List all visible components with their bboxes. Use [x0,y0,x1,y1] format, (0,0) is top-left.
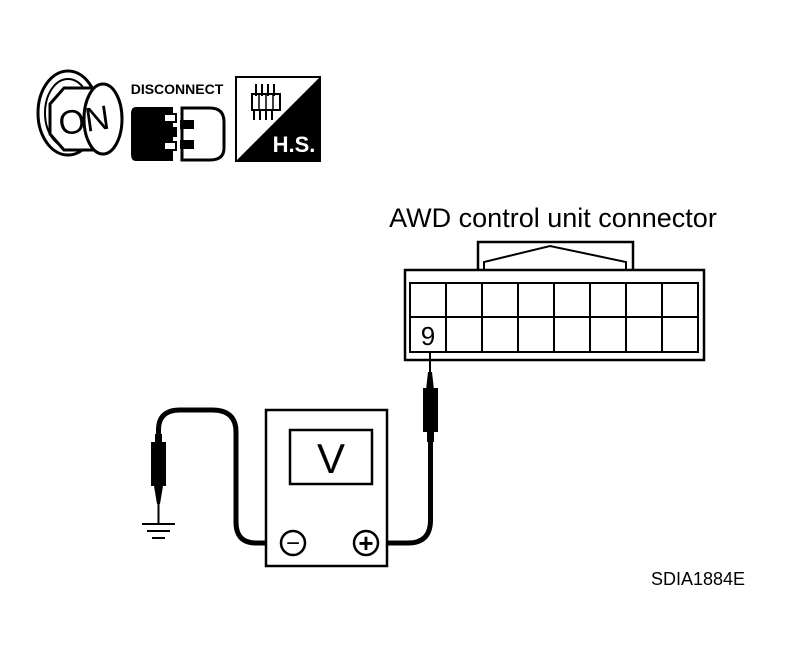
disconnect-label: DISCONNECT [131,81,224,97]
negative-terminal-icon [279,529,307,557]
terminal-9-label: 9 [421,321,435,351]
negative-probe [151,434,166,524]
disconnect-icon: DISCONNECT [131,81,226,162]
positive-terminal-icon [352,529,380,557]
figure-code: SDIA1884E [651,569,745,589]
voltmeter-display-label: V [317,435,345,482]
voltmeter: V − + [264,408,389,568]
positive-terminal-symbol: + [358,528,373,558]
connector-terminal-grid [409,282,699,353]
positive-probe [423,352,438,442]
ignition-on-label: ON [56,99,112,144]
ground-symbol-icon [142,523,175,539]
ignition-on-icon: ON [36,69,124,157]
awd-control-unit-connector: 9 [403,240,706,362]
negative-lead-wire [156,407,280,546]
voltmeter-display [288,428,374,486]
positive-lead-wire [383,442,433,546]
harness-side-label: H.S. [273,132,316,157]
harness-side-icon: H.S. [235,76,321,162]
negative-terminal-symbol: − [286,530,300,557]
connector-title: AWD control unit connector [389,203,717,233]
